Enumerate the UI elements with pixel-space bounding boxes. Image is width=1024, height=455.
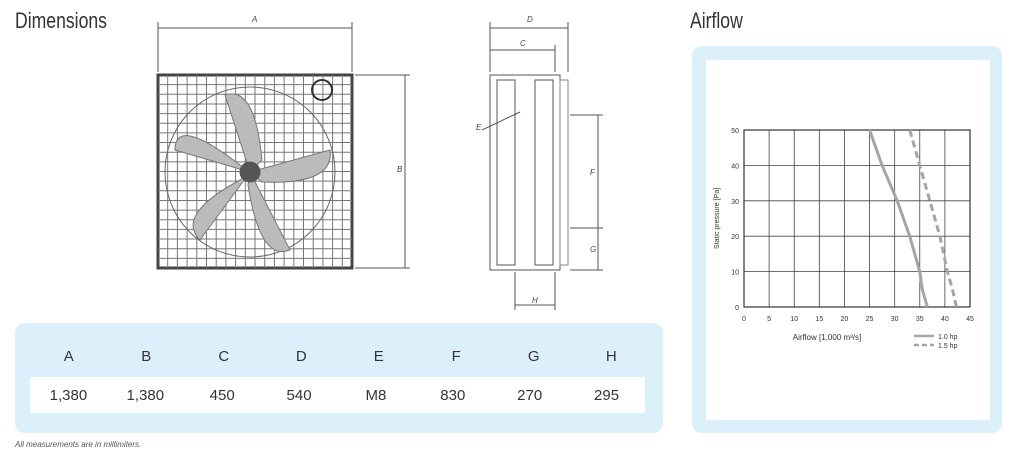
airflow-title: Airflow bbox=[690, 8, 743, 33]
table-cell: 450 bbox=[209, 386, 235, 404]
column-header: F bbox=[451, 348, 461, 365]
table-cell: 295 bbox=[594, 386, 620, 404]
table-cell: 270 bbox=[517, 386, 543, 404]
series-line-1 bbox=[908, 129, 958, 308]
column-header: E bbox=[373, 348, 384, 365]
label-e: E bbox=[476, 123, 482, 132]
table-cell: 1,380 bbox=[49, 386, 88, 404]
table-header-row: A B C D E F G H bbox=[30, 348, 650, 365]
airflow-panel bbox=[692, 46, 1002, 433]
x-tick-label: 40 bbox=[941, 316, 949, 323]
x-tick-label: 25 bbox=[866, 316, 874, 323]
x-axis-label: Airflow [1.000 m³/s] bbox=[793, 333, 861, 342]
y-tick-label: 0 bbox=[735, 305, 739, 312]
column-header: G bbox=[527, 348, 540, 365]
label-f: F bbox=[590, 168, 596, 177]
label-g: G bbox=[590, 245, 596, 254]
x-tick-label: 45 bbox=[966, 316, 974, 323]
label-b: B bbox=[397, 165, 403, 174]
table-cell: M8 bbox=[365, 386, 387, 404]
y-tick-label: 40 bbox=[731, 163, 739, 170]
column-header: B bbox=[141, 348, 152, 365]
series-line-0 bbox=[868, 129, 929, 308]
x-tick-label: 10 bbox=[790, 316, 798, 323]
y-tick-label: 50 bbox=[731, 128, 739, 135]
label-c: C bbox=[520, 39, 526, 48]
fan-dimension-drawings: A B D C E F G H bbox=[156, 15, 603, 310]
label-a: A bbox=[251, 15, 257, 24]
dimensions-table: A B C D E F G H 1,380 1,380 450 540 M8 830 270 295 bbox=[15, 323, 663, 433]
x-tick-label: 20 bbox=[841, 316, 849, 323]
y-axis-label: Static pressure [Pa] bbox=[714, 188, 721, 249]
table-cell: 540 bbox=[286, 386, 312, 404]
x-tick-label: 0 bbox=[742, 316, 746, 323]
measurement-note: All measurements are in millimiters. bbox=[15, 440, 142, 449]
x-tick-label: 30 bbox=[891, 316, 899, 323]
x-tick-label: 15 bbox=[815, 316, 823, 323]
column-header: D bbox=[295, 348, 307, 365]
legend-label: 1.0 hp bbox=[938, 334, 958, 341]
x-tick-label: 5 bbox=[767, 316, 771, 323]
legend-label: 1.5 hp bbox=[938, 343, 958, 350]
table-row: 1,380 1,380 450 540 M8 830 270 295 bbox=[30, 377, 645, 413]
plot-frame bbox=[743, 129, 971, 308]
label-h: H bbox=[532, 296, 538, 305]
front-view-drawing bbox=[156, 22, 410, 270]
dimensions-title: Dimensions bbox=[15, 8, 107, 33]
table-cell: 1,380 bbox=[126, 386, 165, 404]
y-tick-label: 30 bbox=[731, 199, 739, 206]
side-view-drawing bbox=[481, 22, 603, 310]
y-tick-label: 20 bbox=[731, 234, 739, 241]
table-cell: 830 bbox=[440, 386, 466, 404]
column-header: H bbox=[605, 348, 617, 365]
x-tick-label: 35 bbox=[916, 316, 924, 323]
column-header: C bbox=[218, 348, 230, 365]
label-d: D bbox=[527, 15, 533, 24]
column-header: A bbox=[63, 348, 74, 365]
airflow-chart: 0 5 10 15 20 25 30 35 40 45 0 10 20 30 40 50 1.0 hp 1.5 h… bbox=[714, 128, 974, 350]
y-tick-label: 10 bbox=[731, 270, 739, 277]
